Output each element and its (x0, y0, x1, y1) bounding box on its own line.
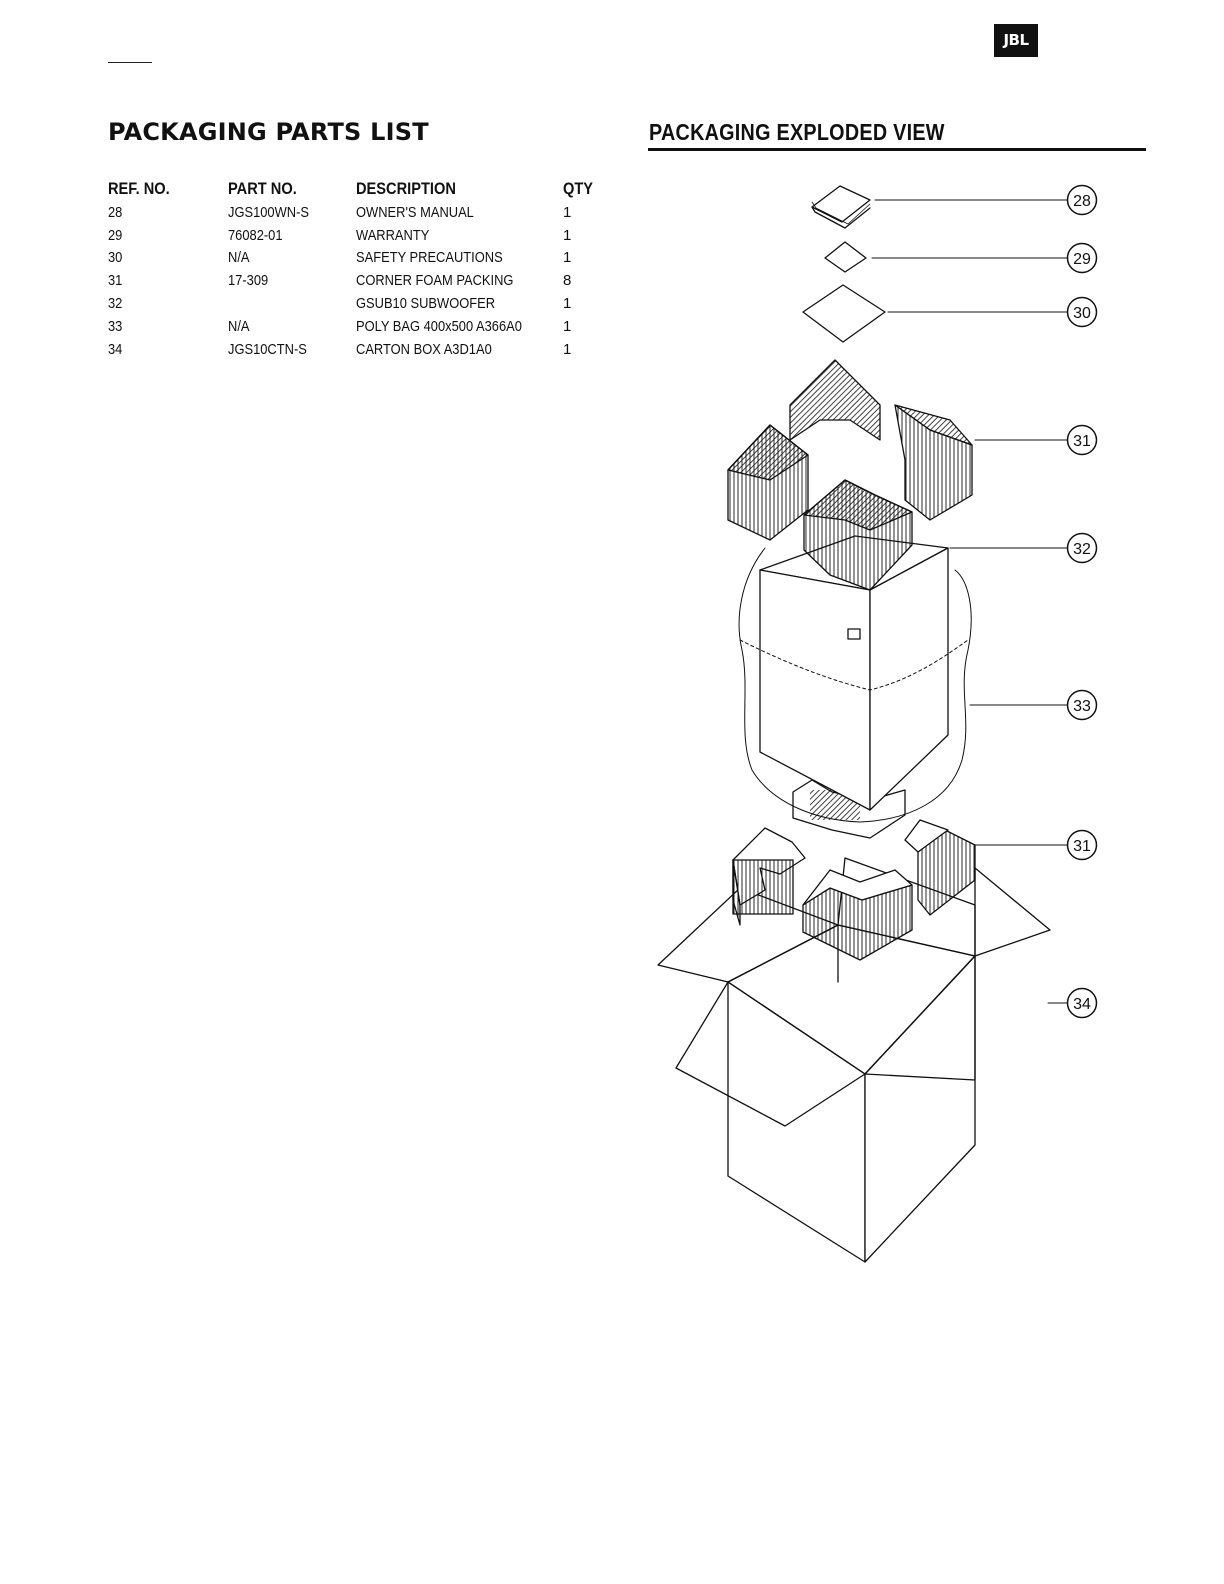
cell-desc: CORNER FOAM PACKING (356, 272, 514, 290)
svg-text:31: 31 (1073, 433, 1091, 450)
svg-text:29: 29 (1073, 251, 1091, 268)
callout-marker: 32 (1066, 532, 1098, 564)
callout-marker: 29 (1066, 242, 1098, 274)
table-row: 29 76082-01 WARRANTY 1 (108, 224, 603, 247)
svg-text:28: 28 (1073, 193, 1091, 210)
header-part-no: PART NO. (228, 179, 297, 198)
cell-ref: 30 (108, 249, 123, 267)
cell-qty: 1 (563, 317, 572, 335)
cell-qty: 8 (563, 272, 572, 290)
cell-desc: OWNER'S MANUAL (356, 203, 474, 221)
safety-precautions-drawing (802, 284, 886, 343)
cell-ref: 34 (108, 340, 123, 358)
svg-text:31: 31 (1073, 838, 1091, 855)
cell-desc: GSUB10 SUBWOOFER (356, 295, 496, 313)
cell-qty: 1 (563, 203, 572, 221)
poly-bag-drawing (738, 547, 972, 823)
table-row: 33 N/A POLY BAG 400x500 A366A0 1 (108, 315, 603, 338)
owners-manual-drawing (811, 185, 871, 229)
cell-desc: POLY BAG 400x500 A366A0 (356, 317, 522, 335)
table-row: 32 GSUB10 SUBWOOFER 1 (108, 292, 603, 315)
cell-part (228, 292, 356, 315)
cell-ref: 29 (108, 226, 123, 244)
jbl-logo: JBL (994, 24, 1038, 57)
svg-text:33: 33 (1073, 698, 1091, 715)
cell-part: 17-309 (228, 272, 269, 290)
header-ref-no: REF. NO. (108, 179, 170, 198)
cell-ref: 33 (108, 317, 123, 335)
cell-ref: 28 (108, 203, 123, 221)
upper-foam-corners-drawing (727, 359, 973, 591)
callout-marker: 34 (1066, 987, 1098, 1019)
cell-part: JGS100WN-S (228, 203, 310, 221)
callout-leaders (871, 199, 1068, 1004)
carton-box-drawing (657, 857, 1051, 1263)
table-row: 30 N/A SAFETY PRECAUTIONS 1 (108, 247, 603, 270)
callout-marker: 31 (1066, 424, 1098, 456)
callout-marker: 33 (1066, 689, 1098, 721)
svg-text:32: 32 (1073, 541, 1091, 558)
header-qty: QTY (563, 179, 594, 198)
cell-ref: 32 (108, 295, 123, 313)
cell-desc: CARTON BOX A3D1A0 (356, 340, 492, 358)
cell-part: 76082-01 (228, 226, 283, 244)
cell-part: JGS10CTN-S (228, 340, 307, 358)
table-row: 28 JGS100WN-S OWNER'S MANUAL 1 (108, 201, 603, 224)
parts-list-title: PACKAGING PARTS LIST (108, 118, 429, 146)
callout-marker: 28 (1066, 184, 1098, 216)
cell-qty: 1 (563, 249, 572, 267)
cell-qty: 1 (563, 226, 572, 244)
cell-qty: 1 (563, 340, 572, 358)
svg-text:34: 34 (1073, 996, 1091, 1013)
table-row: 34 JGS10CTN-S CARTON BOX A3D1A0 1 (108, 338, 603, 361)
parts-table: REF. NO. PART NO. DESCRIPTION QTY 28 JGS… (108, 177, 603, 361)
header-description: DESCRIPTION (356, 179, 456, 198)
table-header-row: REF. NO. PART NO. DESCRIPTION QTY (108, 177, 603, 201)
svg-text:30: 30 (1073, 305, 1091, 322)
table-row: 31 17-309 CORNER FOAM PACKING 8 (108, 269, 603, 292)
callout-marker: 31 (1066, 829, 1098, 861)
cell-desc: WARRANTY (356, 226, 430, 244)
exploded-view-diagram: 28 29 30 31 32 33 31 34 (657, 184, 1098, 1263)
lower-foam-corners-drawing (732, 779, 976, 961)
exploded-view-rule (648, 148, 1146, 151)
cell-part: N/A (228, 249, 250, 267)
header-rule (108, 62, 152, 63)
cell-qty: 1 (563, 295, 572, 313)
exploded-view-title: PACKAGING EXPLODED VIEW (649, 119, 945, 145)
cell-ref: 31 (108, 272, 123, 290)
warranty-drawing (824, 241, 867, 273)
cell-part: N/A (228, 317, 250, 335)
cell-desc: SAFETY PRECAUTIONS (356, 249, 503, 267)
callout-marker: 30 (1066, 296, 1098, 328)
